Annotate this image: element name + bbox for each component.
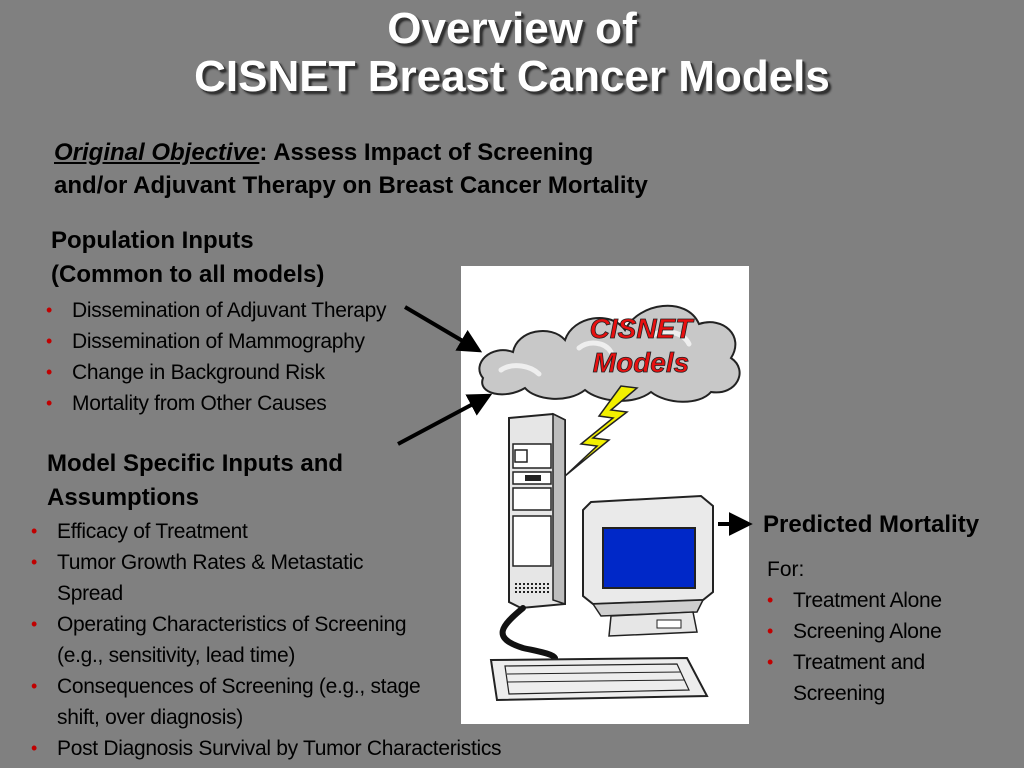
list-item: Screening Alone (767, 616, 942, 647)
list-item: Treatment Alone (767, 585, 942, 616)
computer-graphic-panel: CISNET Models (461, 266, 749, 724)
cable-icon (499, 605, 558, 661)
list-item: Consequences of Screening (e.g., stage s… (31, 671, 501, 733)
objective-label: Original Objective (54, 139, 260, 166)
slide-title-line1: Overview of (387, 4, 637, 53)
objective-line1: Assess Impact of Screening (273, 139, 594, 166)
for-label: For: (767, 558, 805, 581)
list-item: Post Diagnosis Survival by Tumor Charact… (31, 733, 502, 764)
predicted-mortality-heading: Predicted Mortality (763, 511, 980, 538)
list-item: Efficacy of Treatment (31, 516, 501, 547)
keyboard-icon (489, 656, 709, 702)
computer-model-illustration: CISNET Models (478, 304, 741, 702)
model-specific-heading-line1: Model Specific Inputs and (47, 450, 344, 477)
objective-text: Original Objective: Assess Impact of Scr… (54, 136, 648, 202)
slide-title-line2: CISNET Breast Cancer Models (194, 52, 830, 101)
population-heading-line1: Population Inputs (51, 227, 254, 254)
population-inputs-heading: Population Inputs (Common to all models) (51, 224, 324, 292)
objective-line2: and/or Adjuvant Therapy on Breast Cancer… (54, 172, 648, 199)
cloud-label-line1: CISNET (590, 313, 696, 344)
cloud-label-line2: Models (593, 347, 689, 378)
model-specific-arrow-icon (397, 393, 493, 446)
list-item: Dissemination of Mammography (46, 326, 386, 357)
computer-tower-icon (508, 412, 566, 610)
list-item: Operating Characteristics of Screening(e… (31, 609, 501, 671)
model-specific-heading-line2: Assumptions (47, 484, 200, 511)
population-inputs-list: Dissemination of Adjuvant Therapy Dissem… (46, 295, 387, 419)
population-heading-line2: (Common to all models) (51, 261, 325, 288)
list-item: Change in Background Risk (46, 357, 386, 388)
cloud-icon (478, 304, 741, 403)
objective-separator: : (259, 139, 274, 166)
lightning-icon (564, 385, 639, 477)
monitor-icon (582, 494, 714, 637)
list-item: Mortality from Other Causes (46, 388, 386, 419)
population-arrow-icon (403, 305, 483, 353)
model-specific-list: Efficacy of Treatment Tumor Growth Rates… (31, 516, 502, 764)
list-item: Dissemination of Adjuvant Therapy (46, 295, 387, 326)
model-specific-heading: Model Specific Inputs and Assumptions (47, 447, 343, 515)
output-list: Treatment Alone Screening Alone Treatmen… (767, 585, 942, 709)
